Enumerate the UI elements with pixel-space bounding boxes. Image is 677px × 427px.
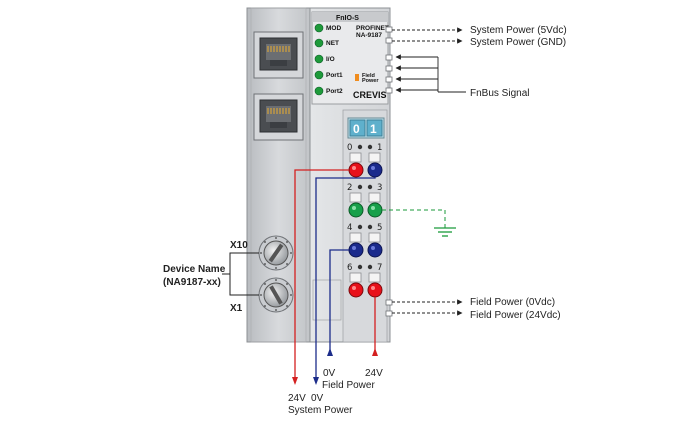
label-field-24v: 24V <box>365 368 383 379</box>
field-power-label-1: Field <box>362 73 375 79</box>
label-fnbus-signal: FnBus Signal <box>470 88 529 99</box>
model-label: NA-9187 <box>356 32 382 39</box>
x10-label: X10 <box>230 240 248 251</box>
terminal-number-6: 6 <box>347 263 352 273</box>
brand-label: CREVIS <box>353 90 387 100</box>
led-label-port1: Port1 <box>326 72 343 79</box>
bus-contacts <box>385 26 393 317</box>
led-mod-icon <box>314 23 324 33</box>
rotary-switch-x10[interactable] <box>258 235 294 271</box>
label-field-0v: 0V <box>323 368 336 379</box>
led-net-icon <box>314 38 324 48</box>
terminal-label-block <box>347 117 385 139</box>
label-field-power-24v: Field Power (24Vdc) <box>470 310 561 321</box>
led-io-icon <box>314 54 324 64</box>
led-label-port2: Port2 <box>326 88 343 95</box>
terminal-number-0: 0 <box>347 143 352 153</box>
label-field-power-0v: Field Power (0Vdc) <box>470 297 555 308</box>
label-field-power: Field Power <box>322 380 375 391</box>
rotary-switch-x1[interactable] <box>258 277 294 313</box>
ethernet-port-2 <box>253 93 304 141</box>
field-power-led <box>355 74 359 81</box>
label-sys-24v: 24V <box>288 393 306 404</box>
field-power-label-2: Power <box>362 78 379 84</box>
status-panel <box>311 11 389 105</box>
bottom-arrows <box>292 348 378 385</box>
terminal-0-red[interactable] <box>348 162 364 178</box>
led-label-mod: MOD <box>326 25 341 32</box>
label-system-power-5v: System Power (5Vdc) <box>470 25 567 36</box>
terminal-number-4: 4 <box>347 223 352 233</box>
label-sys-0v: 0V <box>311 393 324 404</box>
label-system-power-gnd: System Power (GND) <box>470 37 566 48</box>
terminal-release-slots <box>349 152 381 283</box>
bottom-wires <box>294 169 376 380</box>
terminal-number-2: 2 <box>347 183 352 193</box>
x1-label: X1 <box>230 303 243 314</box>
terminal-1-blue[interactable] <box>367 162 383 178</box>
right-connectors <box>392 27 466 316</box>
label-system-power: System Power <box>288 405 353 416</box>
led-port1-icon <box>314 70 324 80</box>
terminal-number-5: 5 <box>377 223 382 233</box>
device-name-model: (NA9187-xx) <box>163 277 221 288</box>
terminal-2-green[interactable] <box>348 202 364 218</box>
profinet-label: PROFINET <box>356 25 389 32</box>
led-label-io: I/O <box>326 56 335 63</box>
terminal-block-label-0: 0 <box>353 122 360 136</box>
ethernet-port-1 <box>253 31 304 79</box>
terminal-5-blue[interactable] <box>367 242 383 258</box>
terminal-number-7: 7 <box>377 263 382 273</box>
terminal-number-3: 3 <box>377 183 382 193</box>
terminal-dots <box>357 144 373 270</box>
led-port2-icon <box>314 86 324 96</box>
led-label-net: NET <box>326 40 339 47</box>
device-name-bracket <box>222 252 259 296</box>
module-header: FnIO-S <box>336 15 359 22</box>
ground-connection <box>382 209 456 237</box>
terminal-block-label-1: 1 <box>370 122 377 136</box>
device-name-label: Device Name <box>163 264 226 275</box>
terminal-number-1: 1 <box>377 143 382 153</box>
terminal-4-blue[interactable] <box>348 242 364 258</box>
terminal-6-red[interactable] <box>348 282 364 298</box>
terminal-3-green[interactable] <box>367 202 383 218</box>
terminal-7-red[interactable] <box>367 282 383 298</box>
